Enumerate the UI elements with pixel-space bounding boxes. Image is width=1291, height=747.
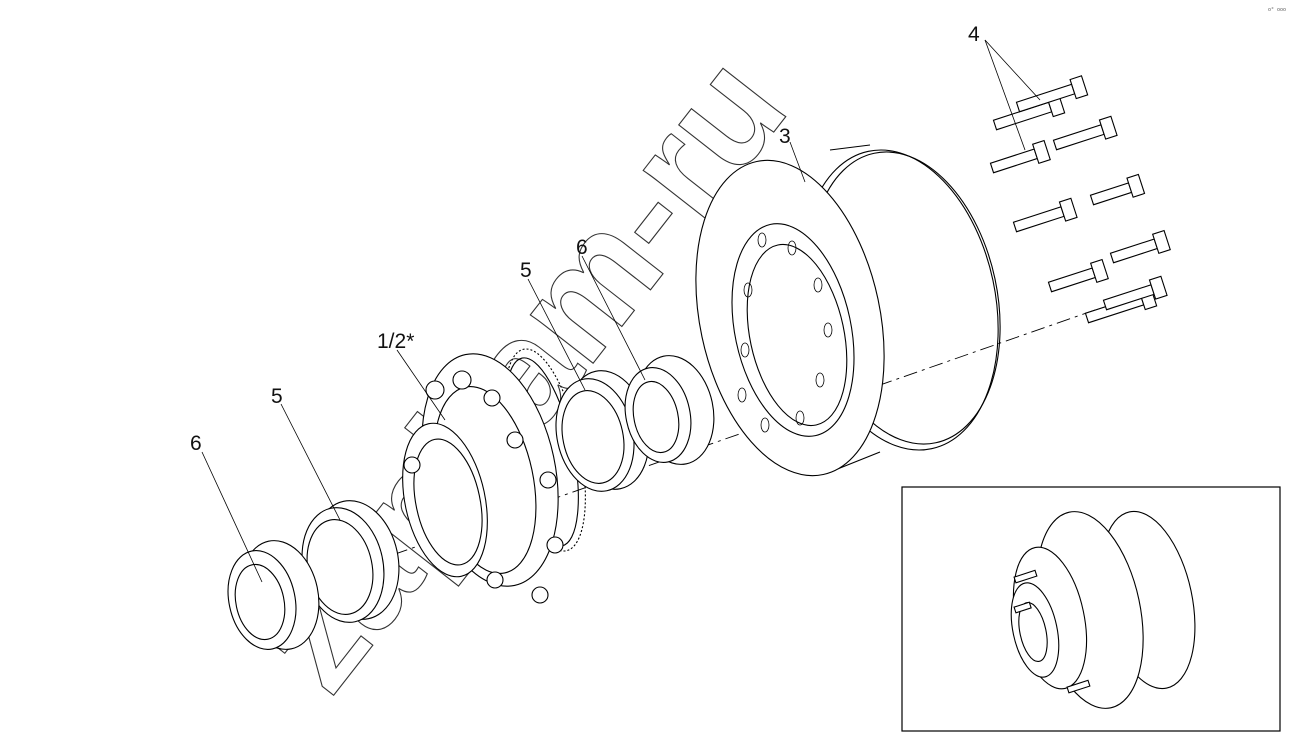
callout-3: 3 <box>779 125 791 148</box>
callout-6-front: 6 <box>576 236 588 259</box>
corner-mark: o° ooo <box>1268 7 1286 13</box>
callout-1-2: 1/2* <box>377 330 414 353</box>
callout-6-rear: 6 <box>190 432 202 455</box>
brake-drum <box>695 144 1001 477</box>
wheel-studs <box>989 75 1171 324</box>
wheel-hub <box>402 348 586 604</box>
callout-5-rear: 5 <box>271 385 283 408</box>
bearing-cup-rear <box>301 500 400 623</box>
leader-lines <box>201 39 1041 583</box>
callout-5-front: 5 <box>520 259 532 282</box>
bearing-cone-rear <box>227 540 320 650</box>
bearing-cone-front <box>624 355 715 465</box>
assembled-view-inset <box>901 486 1281 732</box>
callout-4: 4 <box>968 23 980 46</box>
